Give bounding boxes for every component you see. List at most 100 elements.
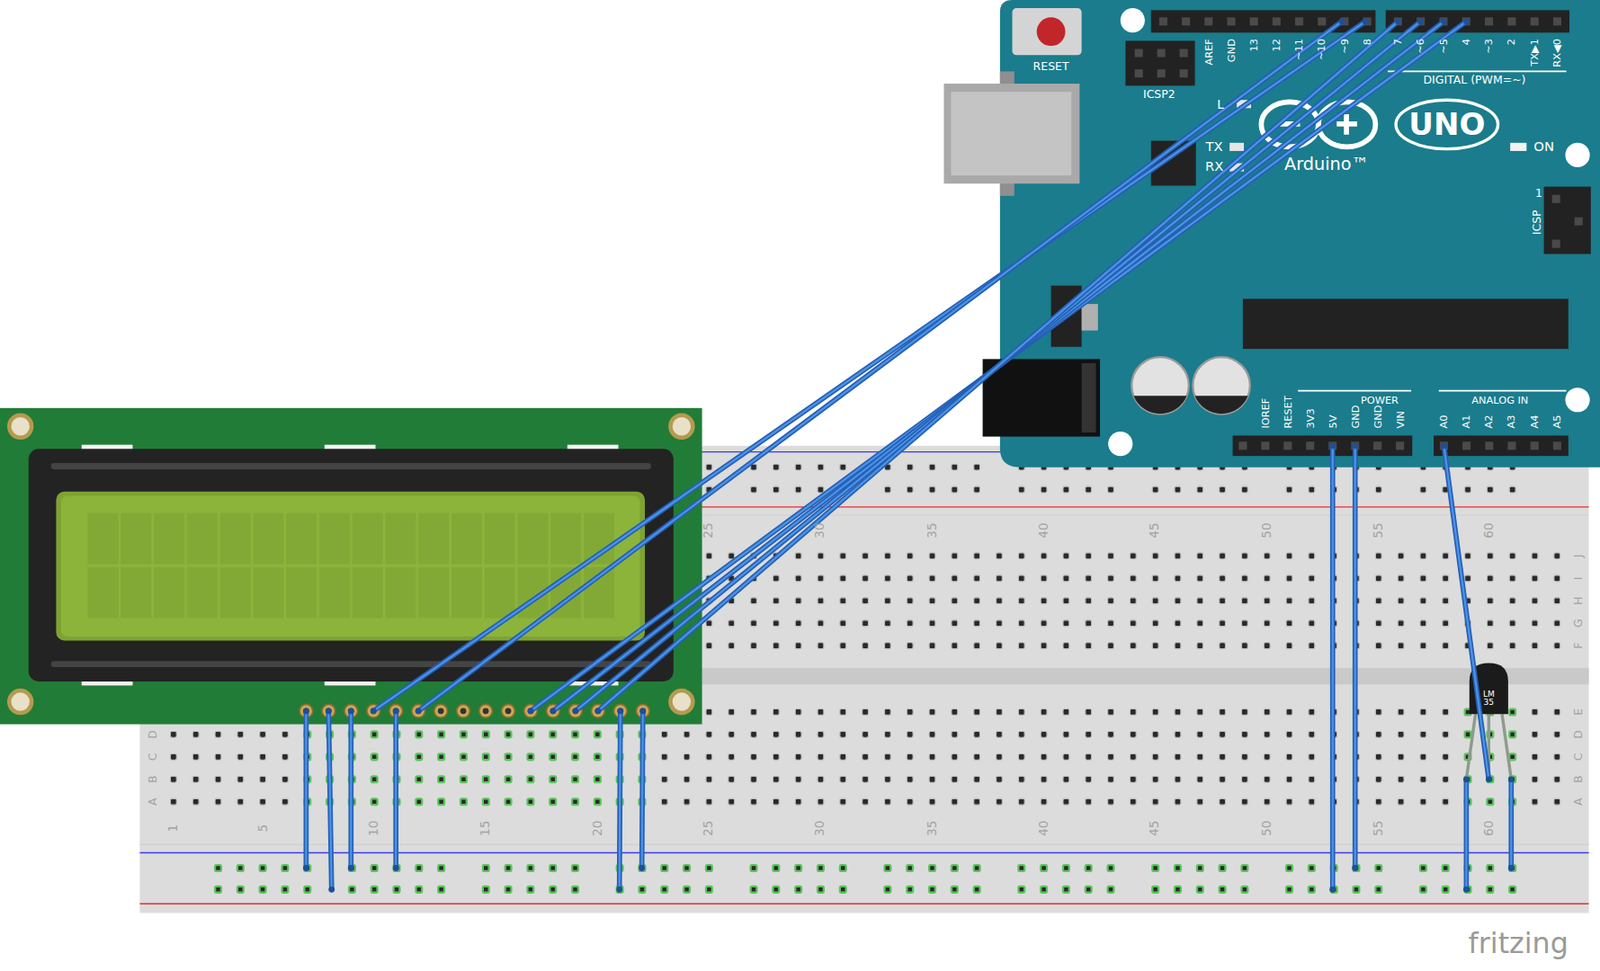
breadboard-hole (1420, 575, 1427, 582)
breadboard-hole (929, 464, 936, 471)
breadboard-hole (1486, 553, 1493, 560)
wire-end (1417, 17, 1424, 25)
pin-label: 1 (166, 824, 180, 833)
breadboard-hole (1063, 865, 1070, 872)
pin-label: 50 (1260, 522, 1274, 538)
breadboard-hole (1063, 643, 1070, 650)
lcd-module (8, 690, 32, 714)
pin-label: 15 (479, 821, 493, 837)
lcd-pin (527, 707, 535, 715)
breadboard-hole (192, 753, 199, 760)
breadboard-hole (1509, 709, 1516, 716)
breadboard-hole (1308, 776, 1315, 783)
breadboard-hole (974, 643, 981, 650)
wire-end (1394, 17, 1402, 25)
header-pin (1462, 441, 1471, 450)
breadboard-hole (1085, 643, 1092, 650)
breadboard-hole (996, 798, 1003, 805)
breadboard-hole (1219, 709, 1226, 716)
breadboard-hole (1442, 575, 1449, 582)
breadboard-hole (259, 731, 267, 738)
jumper-wire (303, 17, 1515, 893)
breadboard-hole (1129, 620, 1136, 627)
pin-label: ~10 (1315, 38, 1327, 61)
arduino-board (1395, 99, 1498, 149)
breadboard-hole (817, 598, 824, 605)
wire-end (1329, 886, 1336, 894)
wire-end (616, 707, 624, 715)
header-pin (1395, 441, 1404, 450)
breadboard-hole (259, 865, 267, 872)
header-pin (1179, 69, 1189, 78)
breadboard-hole (1531, 575, 1538, 582)
breadboard-hole (1197, 886, 1204, 894)
lcd-pin (616, 707, 624, 715)
breadboard-hole (527, 753, 534, 760)
breadboard-hole (862, 643, 869, 650)
wire-end (393, 865, 400, 872)
breadboard-hole (572, 865, 579, 872)
lcd-character-cell (319, 567, 350, 619)
lcd-pin (303, 707, 310, 715)
breadboard-hole (884, 865, 891, 872)
breadboard-hole (460, 776, 467, 783)
breadboard-hole (282, 886, 289, 894)
breadboard-hole (1420, 598, 1427, 605)
breadboard-hole (1308, 620, 1315, 627)
jumper-wire (642, 711, 644, 869)
breadboard-hole (795, 709, 802, 716)
pin-label: ~3 (1483, 38, 1494, 54)
breadboard-hole (1174, 598, 1181, 605)
breadboard-hole (1465, 553, 1472, 560)
lcd-module (8, 415, 32, 438)
lcd-pin (456, 704, 471, 718)
header-pin (1181, 17, 1190, 26)
breadboard-hole (683, 776, 690, 783)
breadboard-hole (437, 886, 445, 894)
breadboard-hole (1353, 886, 1360, 894)
jumper-wire (1330, 446, 1336, 891)
breadboard-hole (661, 776, 668, 783)
breadboard-hole (303, 886, 311, 894)
breadboard-hole (906, 886, 913, 894)
jumper-wire (598, 21, 1399, 712)
breadboard-hole (1375, 598, 1382, 605)
breadboard-hole (1509, 575, 1516, 582)
breadboard-hole (974, 464, 981, 471)
breadboard-hole (795, 886, 802, 894)
pin-label: A1 (1460, 415, 1472, 430)
breadboard-hole (1420, 731, 1427, 738)
breadboard-hole (1241, 620, 1248, 627)
wire-end (415, 707, 422, 715)
lcd-pin (639, 707, 646, 715)
breadboard-hole (549, 886, 556, 894)
breadboard-hole (1040, 865, 1047, 872)
breadboard-hole (1554, 553, 1561, 560)
breadboard-hole (772, 753, 779, 760)
breadboard-hole (929, 553, 936, 560)
pin-label: 35 (925, 821, 939, 837)
breadboard-hole (1465, 486, 1472, 493)
breadboard-hole (572, 776, 579, 783)
jumper-wire (373, 21, 1366, 712)
breadboard-hole (259, 886, 267, 894)
breadboard-hole (1286, 620, 1293, 627)
pin-label: 1 (1535, 187, 1543, 201)
breadboard-hole (1442, 643, 1449, 650)
breadboard-hole (1375, 798, 1382, 805)
breadboard-hole (415, 865, 422, 872)
breadboard-hole (549, 753, 556, 760)
breadboard-hole (1420, 776, 1427, 783)
wire-end (328, 886, 335, 894)
header-pin (1135, 48, 1144, 57)
arduino-board (1510, 143, 1527, 152)
wire-end (638, 865, 645, 872)
breadboard-hole (750, 798, 758, 805)
arduino-board (943, 0, 1600, 468)
pin-label: 2 (1505, 38, 1517, 45)
pin-label: VIN (1394, 411, 1405, 430)
pin-label: 40 (1036, 522, 1051, 538)
breadboard-hole (996, 753, 1003, 760)
arduino-board (1233, 435, 1413, 456)
breadboard-hole (1063, 776, 1070, 783)
